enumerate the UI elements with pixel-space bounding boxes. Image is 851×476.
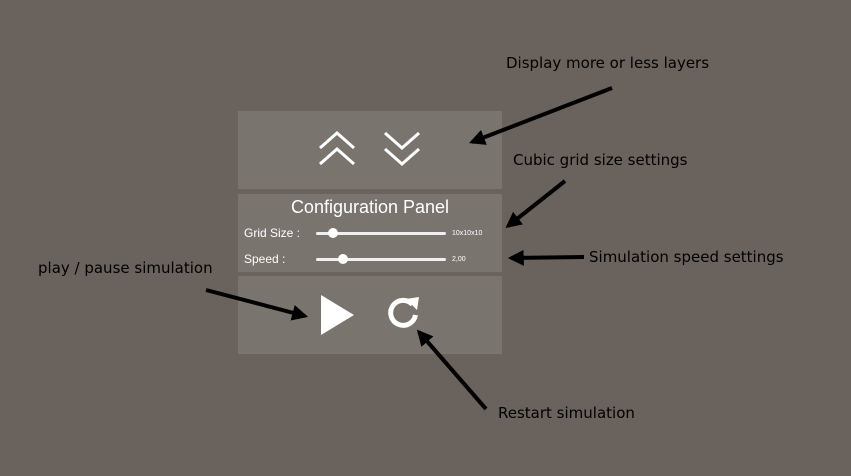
double-chevron-up-icon[interactable] — [318, 131, 356, 167]
layers-panel — [238, 111, 502, 189]
double-chevron-down-icon[interactable] — [383, 131, 421, 167]
annotation-layers: Display more or less layers — [506, 54, 710, 72]
slider-thumb[interactable] — [338, 254, 349, 264]
panel-title: Configuration Panel — [290, 197, 450, 217]
annotation-restart: Restart simulation — [498, 404, 635, 422]
slider-track — [316, 232, 446, 235]
arrow-to-grid-slider — [505, 179, 567, 228]
play-icon[interactable] — [319, 294, 355, 336]
arrow-to-speed-slider — [507, 249, 585, 266]
grid-size-label: Grid Size : — [244, 226, 301, 240]
controls-panel — [238, 276, 502, 354]
annotation-speed: Simulation speed settings — [589, 248, 784, 266]
annotation-grid-size: Cubic grid size settings — [513, 151, 688, 169]
grid-size-slider[interactable] — [316, 227, 446, 239]
speed-slider[interactable] — [316, 253, 446, 265]
slider-thumb[interactable] — [327, 228, 338, 238]
slider-track — [316, 258, 446, 261]
grid-size-value: 10x10x10 — [452, 230, 483, 237]
speed-value: 2,00 — [452, 256, 466, 263]
speed-label: Speed : — [244, 252, 286, 266]
arrow-to-restart-button — [416, 329, 488, 411]
arrow-to-play-button — [205, 288, 309, 321]
configuration-panel: Configuration Panel Grid Size : 10x10x10… — [238, 194, 502, 272]
arrow-to-layer-buttons — [469, 86, 613, 145]
annotation-play: play / pause simulation — [38, 259, 213, 277]
restart-icon[interactable] — [385, 295, 421, 331]
